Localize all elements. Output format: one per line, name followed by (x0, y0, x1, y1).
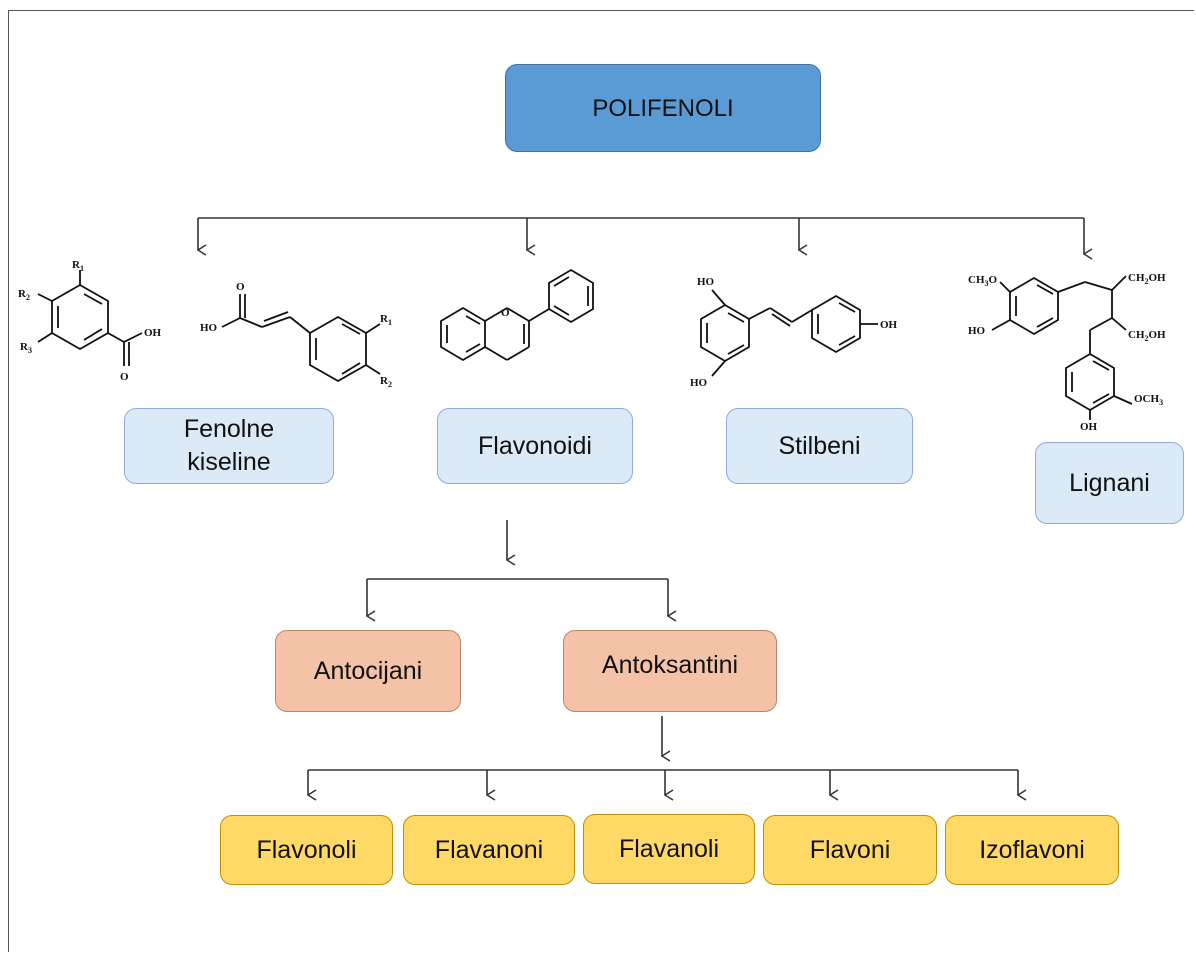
node-izoflavoni-label: Izoflavoni (979, 835, 1085, 864)
node-flavonoidi-label: Flavonoidi (478, 431, 592, 460)
svg-text:HO: HO (690, 377, 708, 389)
node-antocijani-label: Antocijani (313, 656, 423, 685)
svg-text:R3: R3 (20, 341, 32, 355)
node-flavanoli: Flavanoli (583, 814, 755, 884)
svg-text:R2: R2 (18, 288, 30, 302)
node-flavonoli: Flavonoli (220, 815, 393, 885)
svg-text:OH: OH (1080, 421, 1098, 433)
svg-text:O: O (501, 307, 510, 319)
node-flavonoli-label: Flavonoli (256, 835, 357, 864)
node-flavoni: Flavoni (763, 815, 937, 885)
node-izoflavoni: Izoflavoni (945, 815, 1119, 885)
benzoic-acid-structure: R1 R2 R3 OH O (18, 259, 162, 383)
svg-text:CH2OH: CH2OH (1128, 272, 1166, 286)
svg-text:HO: HO (200, 322, 218, 334)
svg-text:R1: R1 (380, 313, 392, 327)
node-flavoni-label: Flavoni (809, 835, 891, 864)
node-lignani-label: Lignani (1069, 468, 1150, 497)
svg-text:HO: HO (697, 276, 715, 288)
svg-text:R1: R1 (72, 259, 84, 273)
node-antocijani: Antocijani (275, 630, 461, 712)
stilbene-structure: HO HO OH (690, 276, 898, 389)
node-lignani: Lignani (1035, 442, 1184, 524)
svg-text:O: O (236, 281, 245, 293)
node-antoksantini: Antoksantini (563, 630, 777, 712)
cinnamic-acid-structure: HO O R1 R2 (200, 281, 392, 389)
node-flavanoni: Flavanoni (403, 815, 575, 885)
diagram-frame (8, 10, 1194, 952)
node-stilbeni-label: Stilbeni (778, 431, 861, 460)
svg-text:CH3O: CH3O (968, 274, 998, 288)
node-polifenoli: POLIFENOLI (505, 64, 821, 152)
node-stilbeni: Stilbeni (726, 408, 913, 484)
flavan-structure: O (440, 268, 594, 362)
svg-text:HO: HO (968, 325, 986, 337)
node-antoksantini-label: Antoksantini (601, 651, 739, 679)
svg-text:OH: OH (144, 327, 162, 339)
node-flavanoni-label: Flavanoni (434, 835, 544, 864)
node-fenolne-kiseline-label: Fenolne kiseline (183, 415, 275, 476)
svg-text:OH: OH (880, 319, 898, 331)
node-fenolne-kiseline: Fenolne kiseline (124, 408, 334, 484)
node-polifenoli-label: POLIFENOLI (592, 94, 734, 122)
lignan-structure: CH3O HO CH2OH CH2OH OCH3 OH (968, 272, 1166, 433)
svg-text:O: O (120, 371, 129, 383)
node-flavonoidi: Flavonoidi (437, 408, 633, 484)
node-flavanoli-label: Flavanoli (618, 834, 720, 863)
svg-text:OCH3: OCH3 (1134, 393, 1163, 407)
svg-text:CH2OH: CH2OH (1128, 329, 1166, 343)
svg-text:R2: R2 (380, 375, 392, 389)
